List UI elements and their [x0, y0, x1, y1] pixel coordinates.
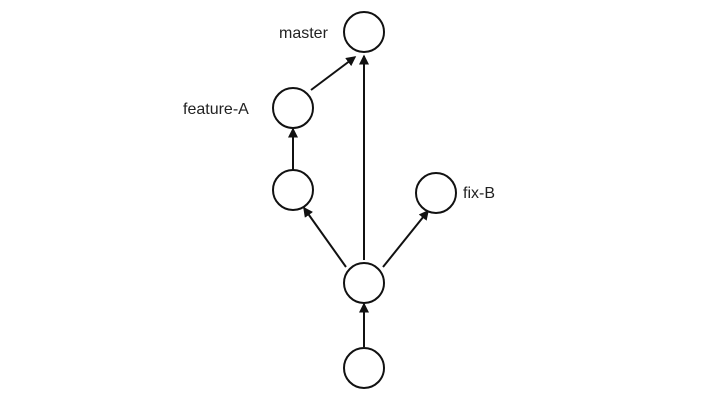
commit-node-feature-a	[272, 87, 314, 129]
label-feature-a: feature-A	[183, 101, 249, 118]
commit-node-feature-a-base	[272, 169, 314, 211]
edge-branch-point-to-fix-b	[382, 209, 429, 268]
commit-node-fix-b	[415, 172, 457, 214]
edge-branch-point-to-feature-a-base	[303, 206, 347, 268]
edge-feature-a-to-master	[310, 56, 357, 91]
commit-node-master	[343, 11, 385, 53]
label-fix-b: fix-B	[463, 185, 495, 202]
label-master: master	[279, 25, 329, 42]
commit-node-branch-point	[343, 262, 385, 304]
commit-node-root	[343, 347, 385, 389]
